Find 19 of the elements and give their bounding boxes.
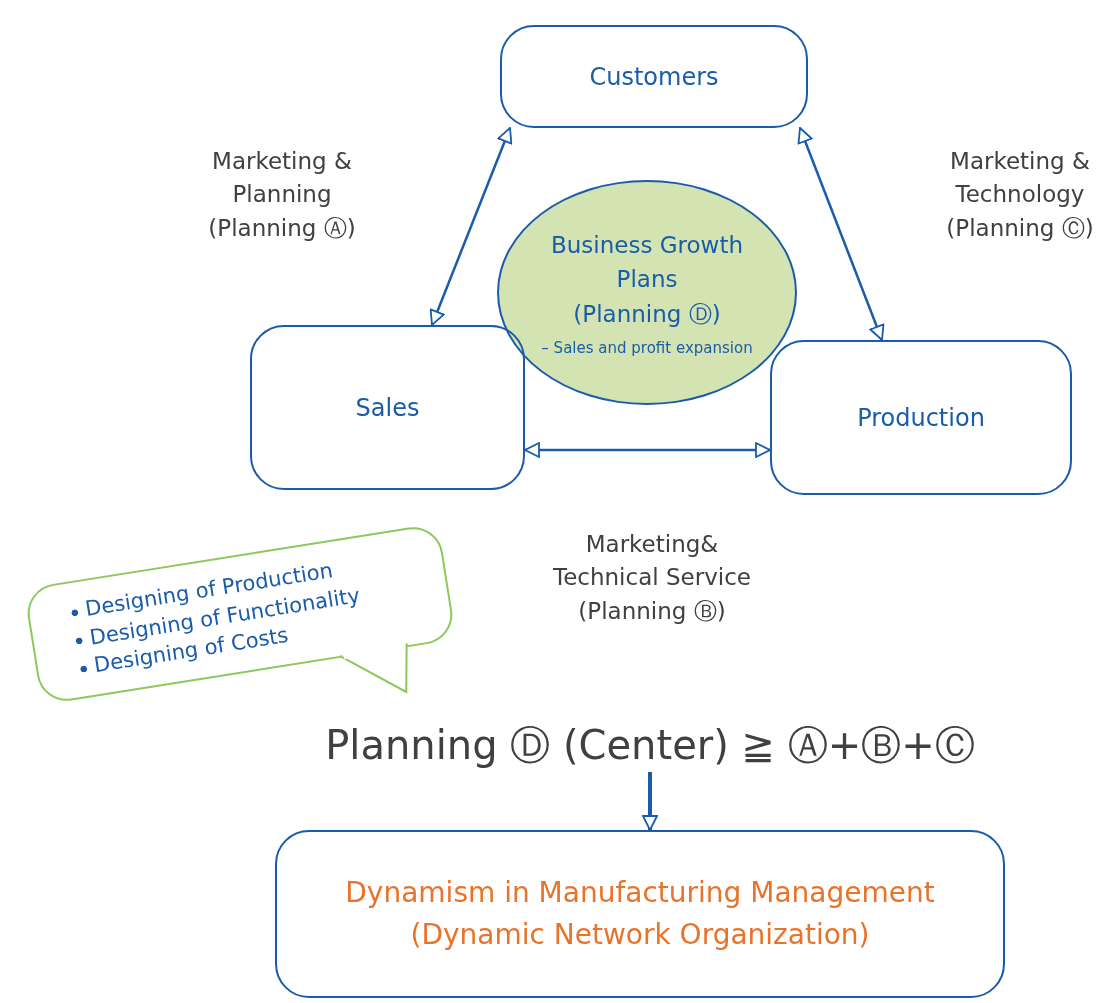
double-arrow <box>642 772 658 831</box>
box-label: Sales <box>355 392 420 424</box>
relation-label: Marketing & Technology (Planning Ⓒ) <box>945 147 1095 243</box>
box-label: Business Growth Plans <box>550 230 744 295</box>
cloud-box <box>770 340 1072 495</box>
cloud-box <box>250 325 525 490</box>
cloud-box <box>275 830 1005 998</box>
double-arrow <box>797 127 885 341</box>
box-label: Production <box>857 402 985 434</box>
double-arrow <box>429 127 513 326</box>
relation-label: Marketing & Planning (Planning Ⓐ) <box>207 147 357 243</box>
box-label: Customers <box>589 61 719 93</box>
box-label: (Planning Ⓓ) <box>573 299 721 329</box>
cloud-box <box>500 25 808 128</box>
relation-label: Marketing& Technical Service (Planning Ⓑ) <box>552 530 752 626</box>
box-label: Dynamism in Manufacturing Management (Dynamic Network Organization) <box>344 875 936 953</box>
formula-text: Planning Ⓓ (Center) ≧ Ⓐ+Ⓑ+Ⓒ <box>295 718 1005 772</box>
double-arrow <box>524 442 771 458</box>
circle-note: – Sales and profit expansion <box>541 339 753 358</box>
